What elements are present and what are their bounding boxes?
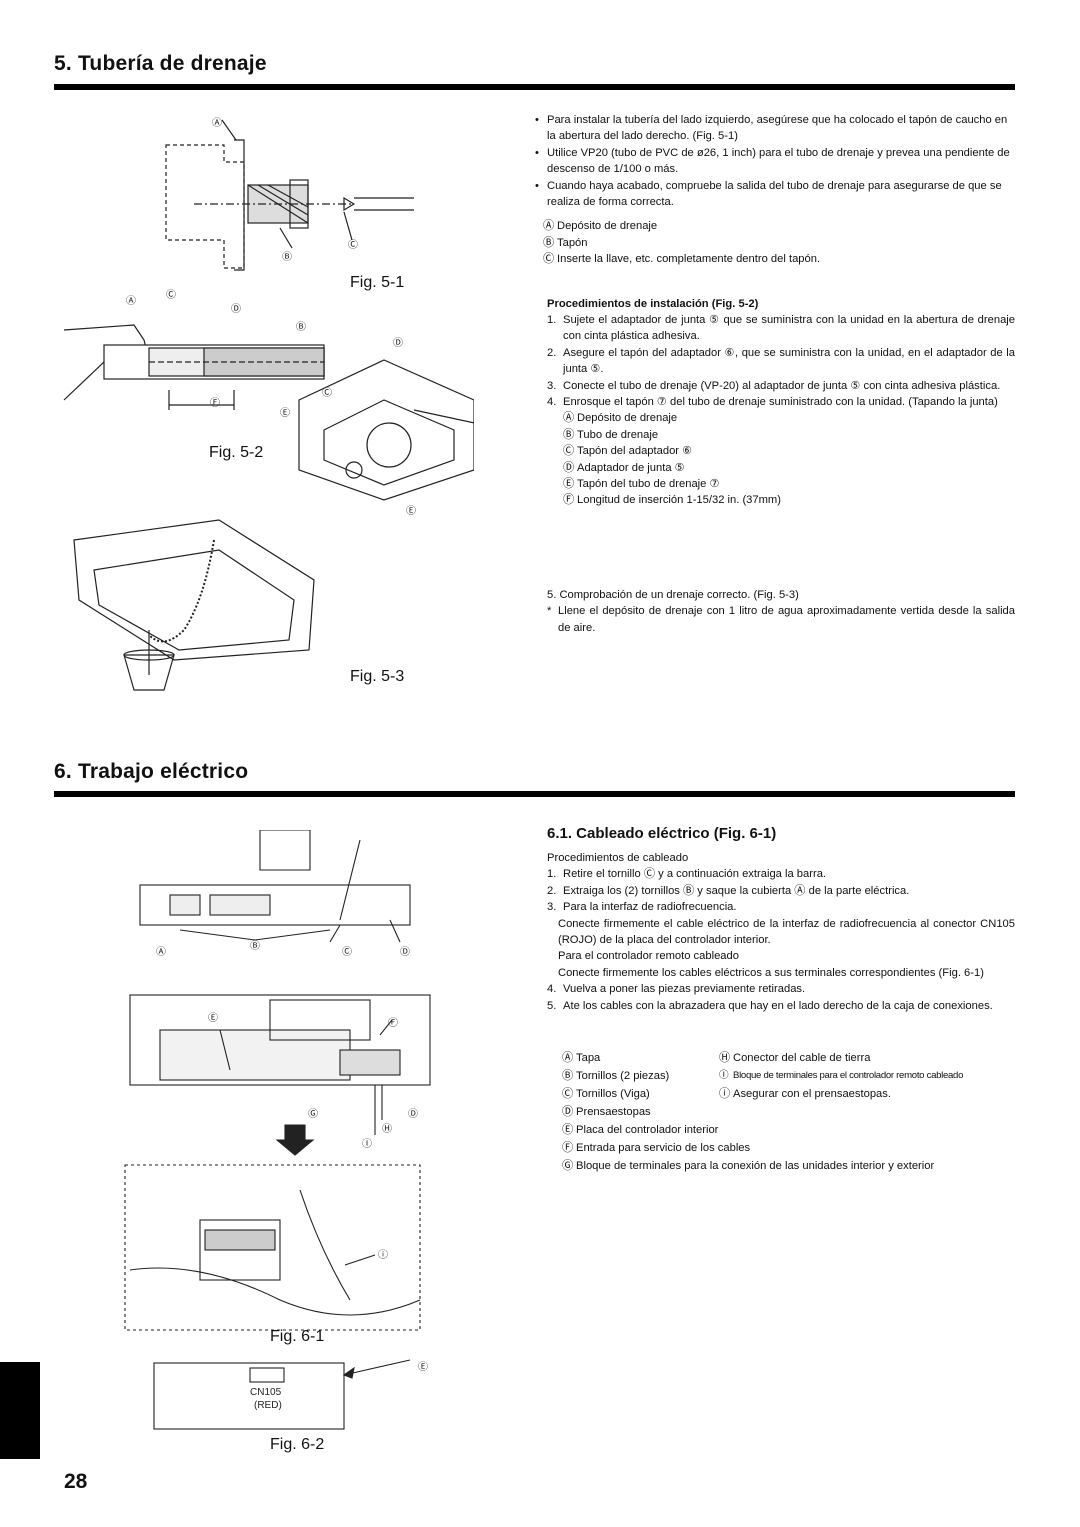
svg-text:Ⓓ: Ⓓ [393,337,403,349]
wiring-subtitle: 6.1. Cableado eléctrico (Fig. 6-1) [547,825,777,842]
svg-text:Ⓑ: Ⓑ [296,321,306,333]
section-6-rule [54,791,1015,797]
svg-text:Ⓒ: Ⓒ [348,239,358,251]
page-number: 28 [64,1470,88,1493]
fig-5-3-label: Fig. 5-3 [350,668,405,685]
bullet-item: •Utilice VP20 (tubo de PVC de ø26, 1 inc… [535,146,1010,176]
svg-text:Ⓔ: Ⓔ [418,1361,428,1373]
rf-text: Conecte firmemente el cable eléctrico de… [558,917,1015,947]
svg-text:Ⓕ: Ⓕ [388,1017,398,1029]
fig-5-1-label: Fig. 5-1 [350,274,405,291]
svg-text:Ⓓ: Ⓓ [400,946,410,958]
figures-5-drawings: Ⓐ Ⓑ Ⓒ Ⓐ Ⓒ Ⓓ Ⓑ Ⓓ Ⓑ Ⓒ Ⓕ Ⓔ Ⓔ [63,117,474,691]
svg-text:Ⓕ: Ⓕ [210,397,220,409]
step-item: 5.Ate los cables con la abrazadera que h… [547,999,993,1012]
svg-text:Ⓑ: Ⓑ [250,940,260,952]
remote-text: Conecte firmemente los cables eléctricos… [558,966,984,979]
step-item: 2.Asegure el tapón del adaptador ⑥, que … [547,346,1015,376]
step-item: 1.Retire el tornillo Ⓒ y a continuación … [547,868,827,881]
step-item: 4.Vuelva a poner las piezas previamente … [547,983,806,996]
svg-text:Ⓑ: Ⓑ [282,251,292,263]
svg-text:Ⓐ: Ⓐ [126,295,136,307]
svg-text:Ⓖ: Ⓖ [308,1108,318,1120]
svg-text:Ⓒ: Ⓒ [322,387,332,399]
drain-check: 5. Comprobación de un drenaje correcto. … [547,587,1015,636]
step-item: 1.Sujete el adaptador de junta ⑤ que se … [547,314,1015,343]
install-procedure-title: Procedimientos de instalación (Fig. 5-2) [547,298,759,310]
svg-text:Ⓗ: Ⓗ [382,1123,392,1135]
install-procedure-steps: 1.Sujete el adaptador de junta ⑤ que se … [547,312,1015,509]
remote-title: Para el controlador remoto cableado [558,950,739,963]
wiring-text: Procedimientos de cableado 1.Retire el t… [547,850,1015,1014]
cn105-label: CN105 [250,1387,282,1398]
step-item: 2.Extraiga los (2) tornillos Ⓑ y saque l… [547,884,910,897]
section-5-rule [54,84,1015,90]
fig-6-1-label: Fig. 6-1 [270,1328,325,1345]
svg-text:Ⓔ: Ⓔ [280,407,290,419]
svg-text:Ⓐ: Ⓐ [212,117,222,129]
figures-6-drawings: Ⓐ Ⓑ Ⓒ Ⓓ Ⓔ Ⓕ Ⓖ Ⓓ Ⓗ Ⓘ ⓘ Ⓔ CN105 (RED) [124,830,431,1430]
svg-text:ⓘ: ⓘ [378,1249,388,1261]
svg-text:Ⓐ: Ⓐ [156,946,166,958]
step-item: 3.Conecte el tubo de drenaje (VP-20) al … [547,379,1001,392]
svg-text:Ⓓ: Ⓓ [408,1108,418,1120]
section-6-title: 6. Trabajo eléctrico [54,760,249,783]
section-5-title: 5. Tubería de drenaje [54,52,267,75]
svg-text:Ⓒ: Ⓒ [342,946,352,958]
red-label: (RED) [254,1400,282,1411]
svg-text:Ⓔ: Ⓔ [406,505,416,517]
section-5-text: •Para instalar la tubería del lado izqui… [535,112,1015,268]
drain-check-title: 5. Comprobación de un drenaje correcto. … [547,589,799,601]
drain-check-note: *Llene el depósito de drenaje con 1 litr… [547,605,1015,634]
bullet-item: •Para instalar la tubería del lado izqui… [535,114,1008,143]
svg-text:Ⓒ: Ⓒ [166,289,176,301]
svg-text:Ⓔ: Ⓔ [208,1012,218,1024]
step-item: 4.Enrosque el tapón ⑦ del tubo de drenaj… [547,396,998,409]
fig-6-2-label: Fig. 6-2 [270,1436,325,1453]
svg-text:Ⓘ: Ⓘ [362,1138,372,1150]
step-item: 3.Para la interfaz de radiofrecuencia. [547,901,737,914]
side-tab [0,1362,40,1459]
fig-5-2-label: Fig. 5-2 [209,444,264,461]
svg-text:Ⓓ: Ⓓ [231,303,241,315]
bullet-item: •Cuando haya acabado, compruebe la salid… [535,179,1002,209]
wiring-proc-title: Procedimientos de cableado [547,852,689,864]
